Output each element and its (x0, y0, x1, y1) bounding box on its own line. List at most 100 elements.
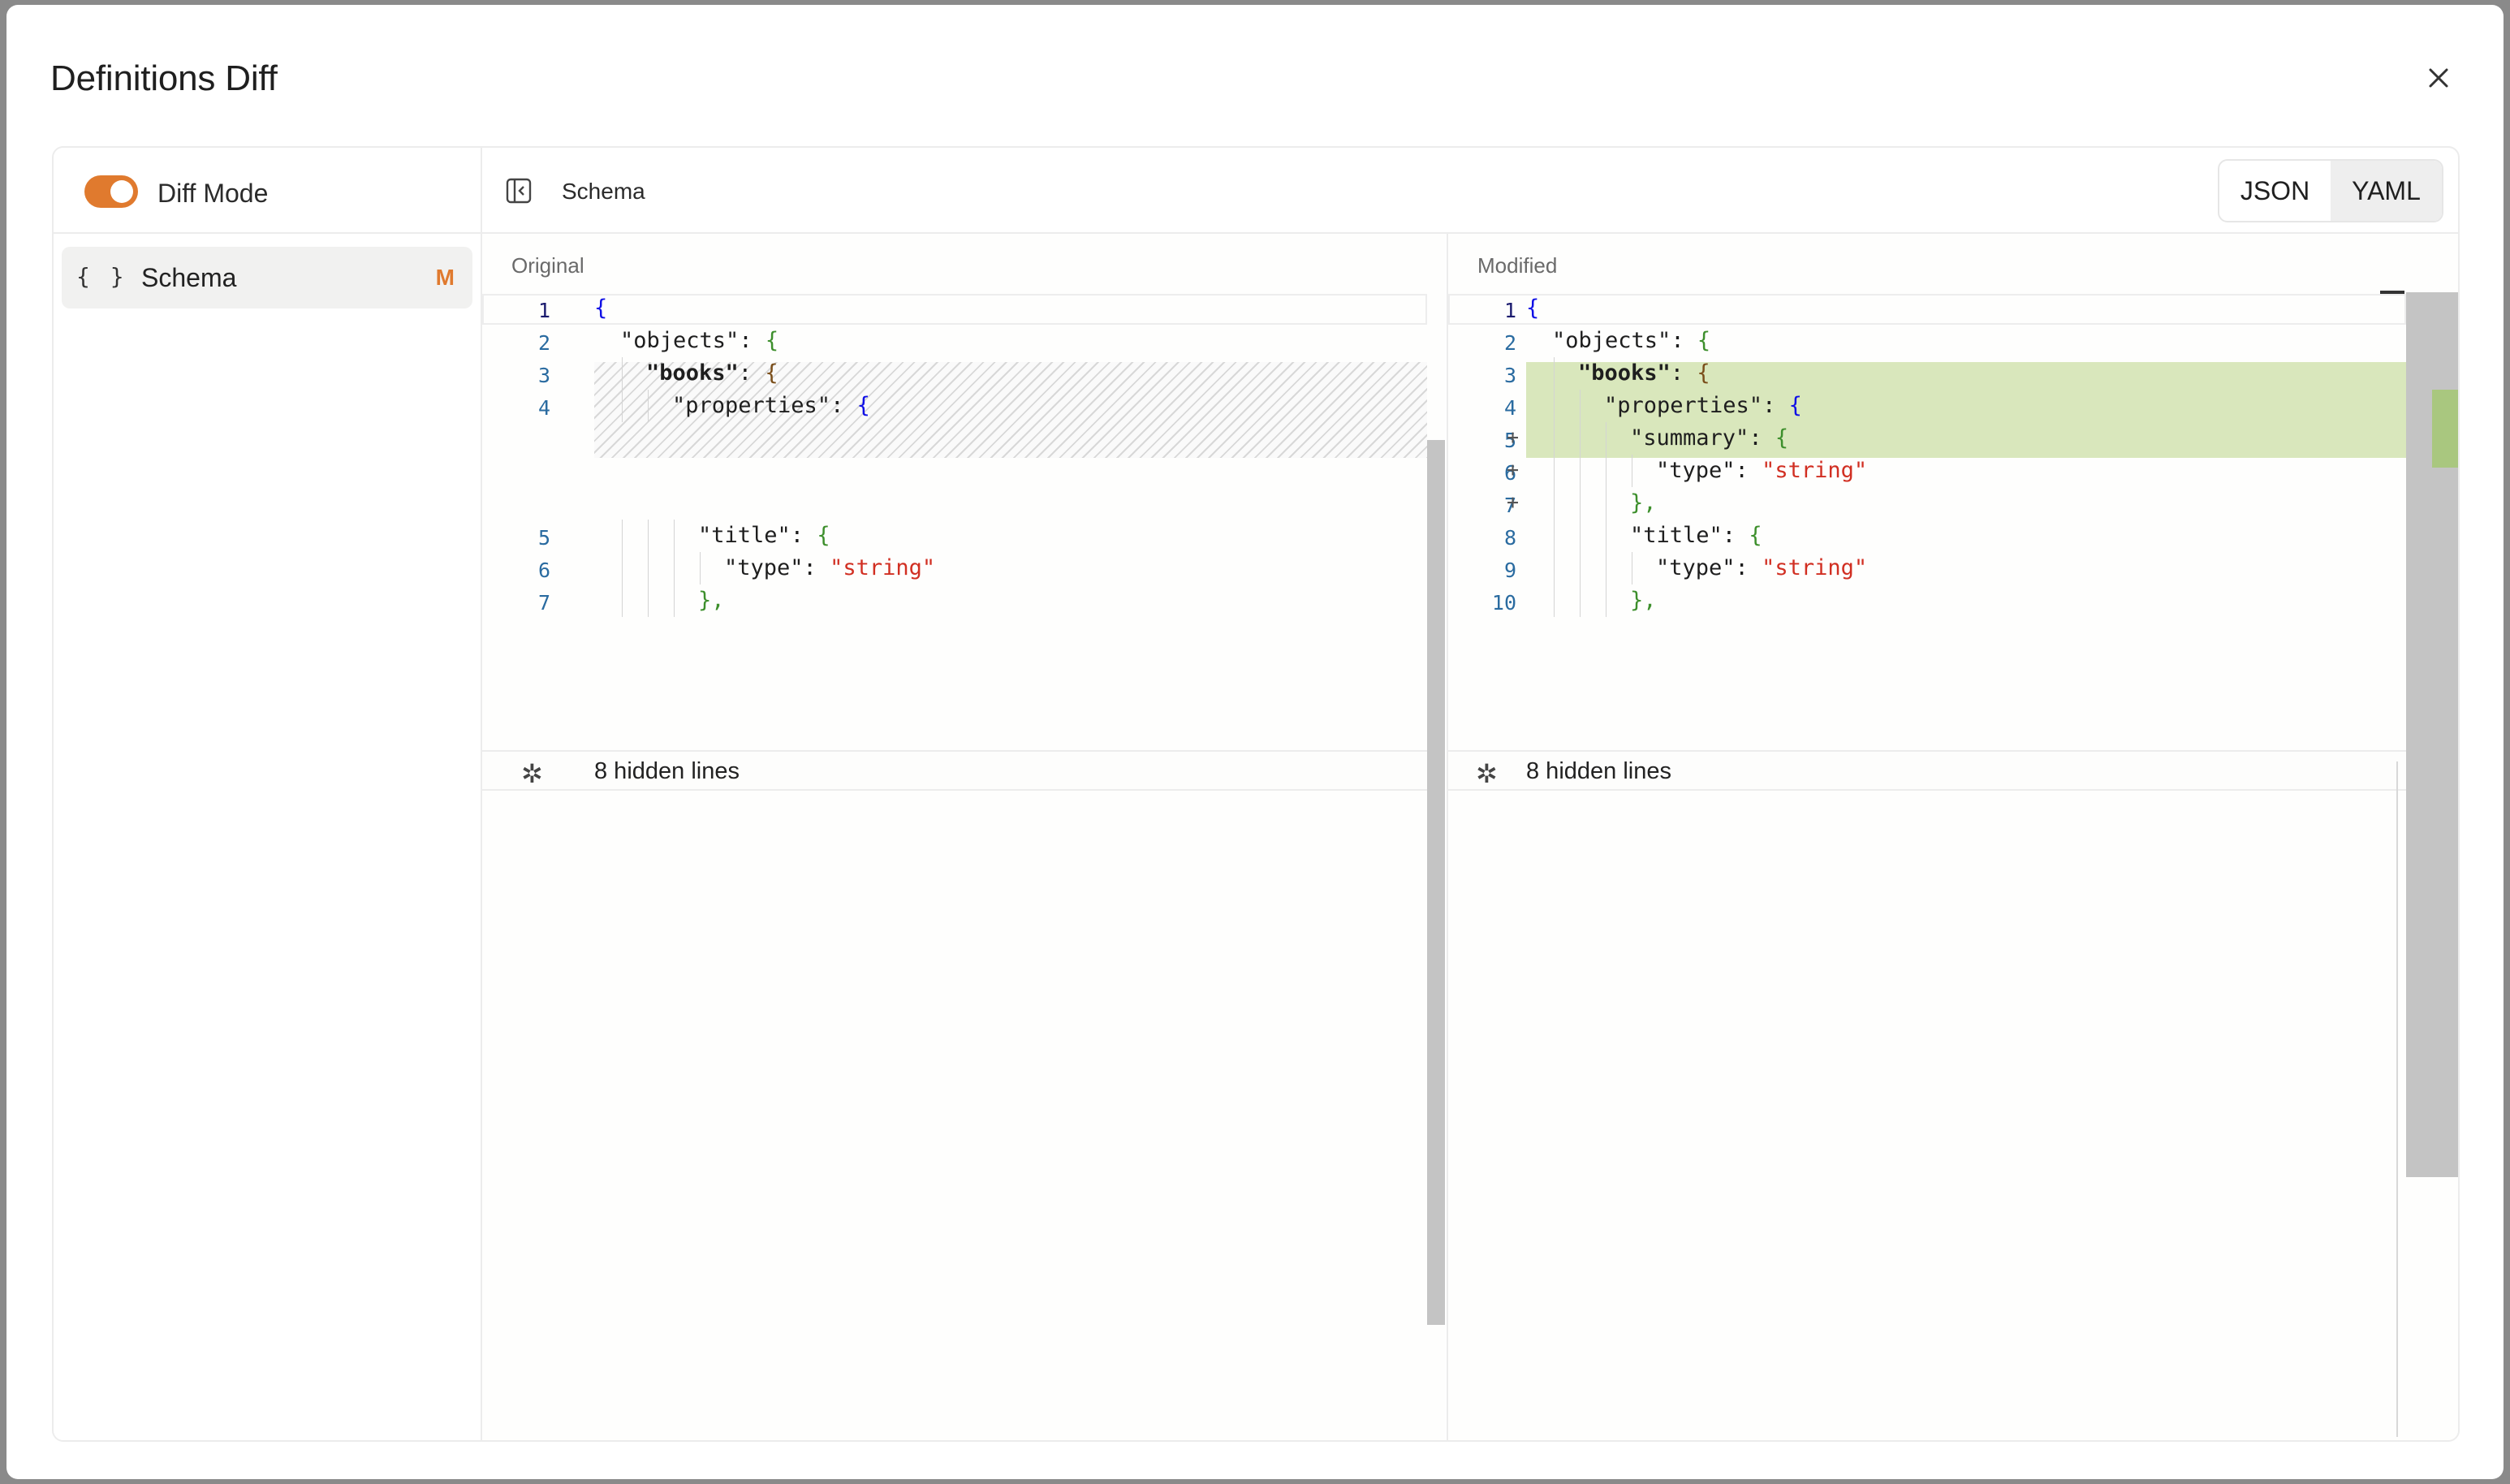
original-scrollbar[interactable] (1427, 440, 1445, 1325)
json-format-button[interactable]: JSON (2219, 161, 2331, 221)
code-key: "title" (1630, 523, 1723, 548)
code-brace: { (766, 328, 778, 353)
minimap-viewport-marker (2380, 291, 2404, 294)
code-line: 3 "books": { (1448, 357, 2460, 390)
code-line: 2 "objects": { (1448, 325, 2460, 357)
code-line: 10 }, (1448, 585, 2460, 617)
line-number: 6 (482, 559, 550, 582)
code-string: "string" (1762, 555, 1867, 580)
sidebar-collapse-icon[interactable] (505, 177, 533, 205)
code-line: 4 "properties": { (1448, 390, 2460, 422)
code-punct: : (739, 360, 766, 386)
code-key: "objects" (620, 328, 739, 353)
minimap-added-marker (2432, 390, 2460, 468)
line-number: 1 (1448, 299, 1516, 322)
toggle-knob (110, 180, 133, 203)
code-string: "string" (1762, 458, 1867, 483)
line-number: 2 (1448, 331, 1516, 355)
modal-title: Definitions Diff (50, 58, 278, 99)
code-text: { (1526, 296, 1539, 321)
code-key: "books" (646, 360, 739, 386)
code-line: 8 "title": { (1448, 520, 2460, 552)
code-line: 6 "type": "string" (482, 552, 1445, 585)
unfold-icon[interactable]: ✲ (521, 758, 543, 789)
line-number: 3 (482, 364, 550, 387)
line-number: 7 (482, 591, 550, 615)
code-line: 2 "objects": { (482, 325, 1445, 357)
line-number: 10 (1448, 591, 1516, 615)
diff-mode-row: Diff Mode (54, 148, 481, 234)
code-line: 1 { (1448, 292, 2460, 325)
code-key: "type" (1656, 555, 1736, 580)
code-brace: { (765, 360, 778, 386)
code-line: 1 { (482, 292, 1445, 325)
diff-panel: Diff Mode { } Schema M Schema JSON YAML (52, 146, 2460, 1442)
original-label: Original (511, 253, 584, 278)
code-line-added: 7 + }, (1448, 487, 2460, 520)
code-punct: : (1736, 555, 1762, 580)
diff-mode-label: Diff Mode (157, 179, 268, 209)
code-punct: : (1671, 360, 1697, 386)
code-punct: : (1736, 458, 1762, 483)
code-line-added: 5 + "summary": { (1448, 422, 2460, 455)
line-number: 8 (1448, 526, 1516, 550)
content-header: Schema JSON YAML (482, 148, 2458, 234)
hidden-lines-row[interactable]: ✲ 8 hidden lines (1448, 750, 2460, 791)
close-button[interactable] (2421, 60, 2456, 96)
diff-mode-toggle[interactable] (84, 175, 138, 208)
line-number: 9 (1448, 559, 1516, 582)
line-number: 2 (482, 331, 550, 355)
code-brace: { (1749, 523, 1762, 548)
code-punct: : (1723, 523, 1749, 548)
code-line: 9 "type": "string" (1448, 552, 2460, 585)
code-punct: : (1762, 393, 1789, 418)
added-marker: + (1507, 425, 1519, 449)
code-line: 3 "books": { (482, 357, 1445, 390)
original-pane: Original 1 { 2 "objects": { 3 "books": { (482, 234, 1445, 1442)
line-number: 1 (482, 299, 550, 322)
code-key: "properties" (672, 393, 830, 418)
line-number: 4 (1448, 396, 1516, 420)
code-key: "summary" (1630, 425, 1749, 451)
code-key: "objects" (1552, 328, 1671, 353)
code-brace: { (1697, 360, 1710, 386)
code-punct: : (830, 393, 857, 418)
sidebar-item-label: Schema (141, 263, 236, 293)
code-line-added: 6 + "type": "string" (1448, 455, 2460, 487)
modified-pane: Modified 1 { 2 "objects": { 3 "books": { (1447, 234, 2460, 1442)
header-title: Schema (562, 179, 645, 205)
sidebar: Diff Mode { } Schema M (54, 148, 482, 1440)
code-brace: { (857, 393, 870, 418)
sidebar-item-schema[interactable]: { } Schema M (62, 247, 472, 308)
added-marker: + (1507, 458, 1519, 481)
braces-icon: { } (76, 263, 127, 290)
hidden-lines-row[interactable]: ✲ 8 hidden lines (482, 750, 1445, 791)
code-key: "books" (1578, 360, 1671, 386)
code-key: "title" (698, 523, 791, 548)
format-toggle-group: JSON YAML (2218, 159, 2443, 222)
code-brace: { (1697, 328, 1710, 353)
definitions-diff-modal: Definitions Diff Diff Mode { } Schema M (6, 5, 2504, 1479)
modified-badge: M (436, 265, 455, 291)
code-brace: { (1789, 393, 1802, 418)
code-key: "type" (724, 555, 804, 580)
code-line: 7 }, (482, 585, 1445, 617)
line-number: 3 (1448, 364, 1516, 387)
code-text: }, (1630, 490, 1657, 516)
modified-label: Modified (1477, 253, 1557, 278)
yaml-format-button[interactable]: YAML (2331, 161, 2442, 221)
hidden-lines-text: 8 hidden lines (1526, 758, 1671, 785)
code-key: "properties" (1604, 393, 1762, 418)
added-marker: + (1507, 490, 1519, 514)
code-punct: : (791, 523, 817, 548)
code-text: }, (698, 588, 725, 613)
unfold-icon[interactable]: ✲ (1476, 758, 1498, 789)
hidden-lines-text: 8 hidden lines (594, 758, 740, 785)
code-punct: : (1671, 328, 1697, 353)
code-punct: : (1749, 425, 1775, 451)
code-punct: : (804, 555, 830, 580)
overview-ruler (2396, 761, 2398, 1437)
code-line: 5 "title": { (482, 520, 1445, 552)
code-line: 4 "properties": { (482, 390, 1445, 422)
code-punct: : (739, 328, 766, 353)
